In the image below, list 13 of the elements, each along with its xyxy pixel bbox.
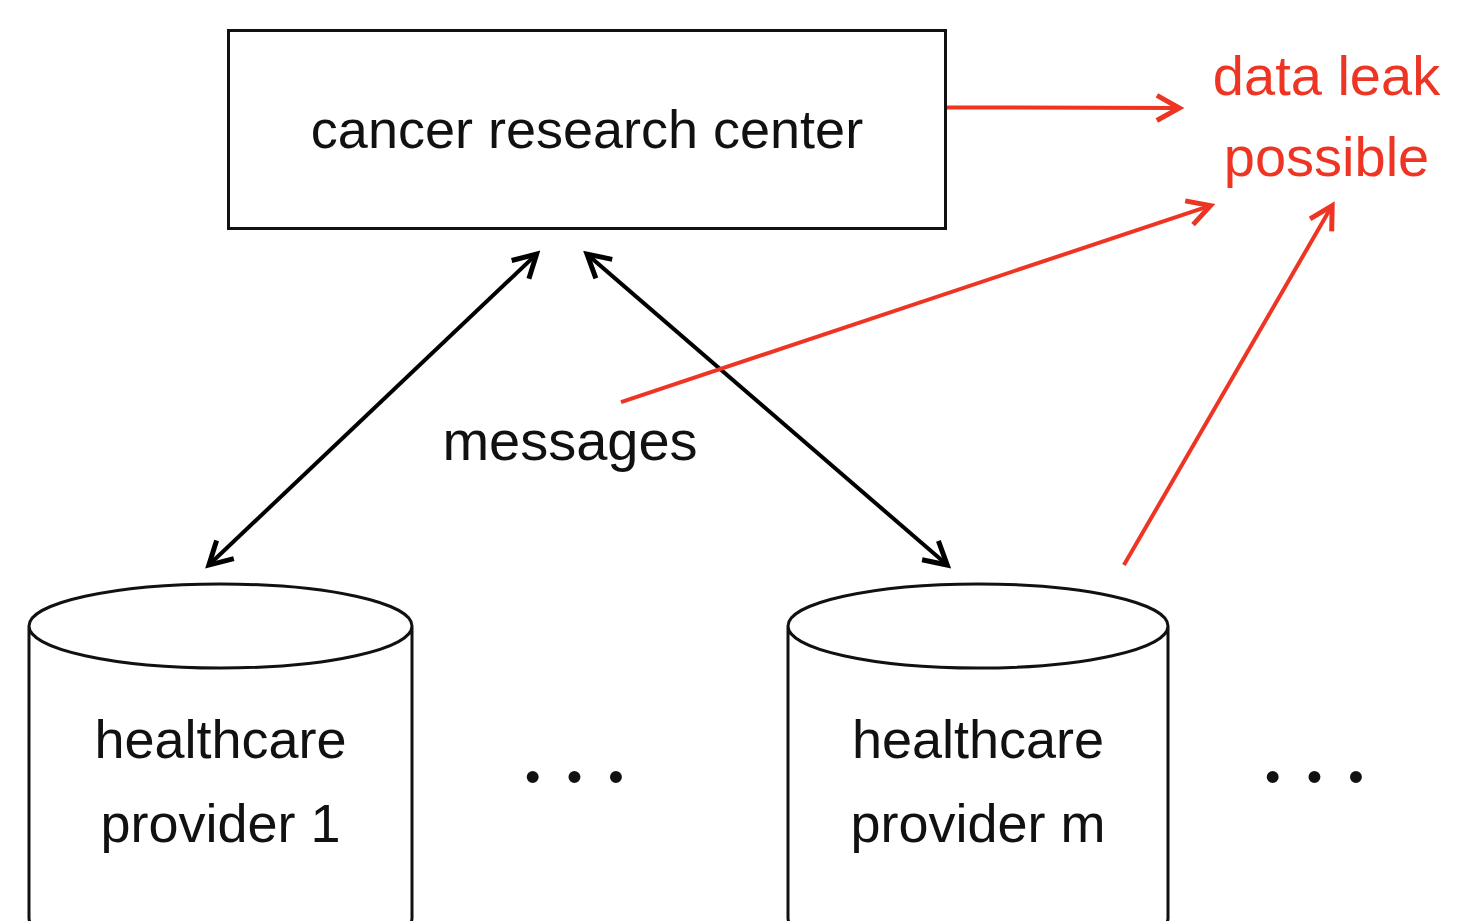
arrow: [206, 251, 540, 568]
arrow: [1122, 203, 1335, 567]
arrow: [584, 251, 950, 568]
arrow: [620, 198, 1213, 404]
ellipsis-mark: • • •: [525, 752, 624, 802]
node-label: healthcare provider 1: [93, 707, 348, 855]
annotation-text: data leak possible: [1185, 36, 1468, 196]
arrow: [947, 92, 1182, 123]
ellipsis-mark: • • •: [1265, 752, 1364, 802]
node-label: healthcare provider m: [849, 707, 1107, 855]
process-box: [227, 29, 947, 230]
annotation-text: messages: [420, 405, 720, 477]
node-label: cancer research center: [310, 98, 864, 161]
